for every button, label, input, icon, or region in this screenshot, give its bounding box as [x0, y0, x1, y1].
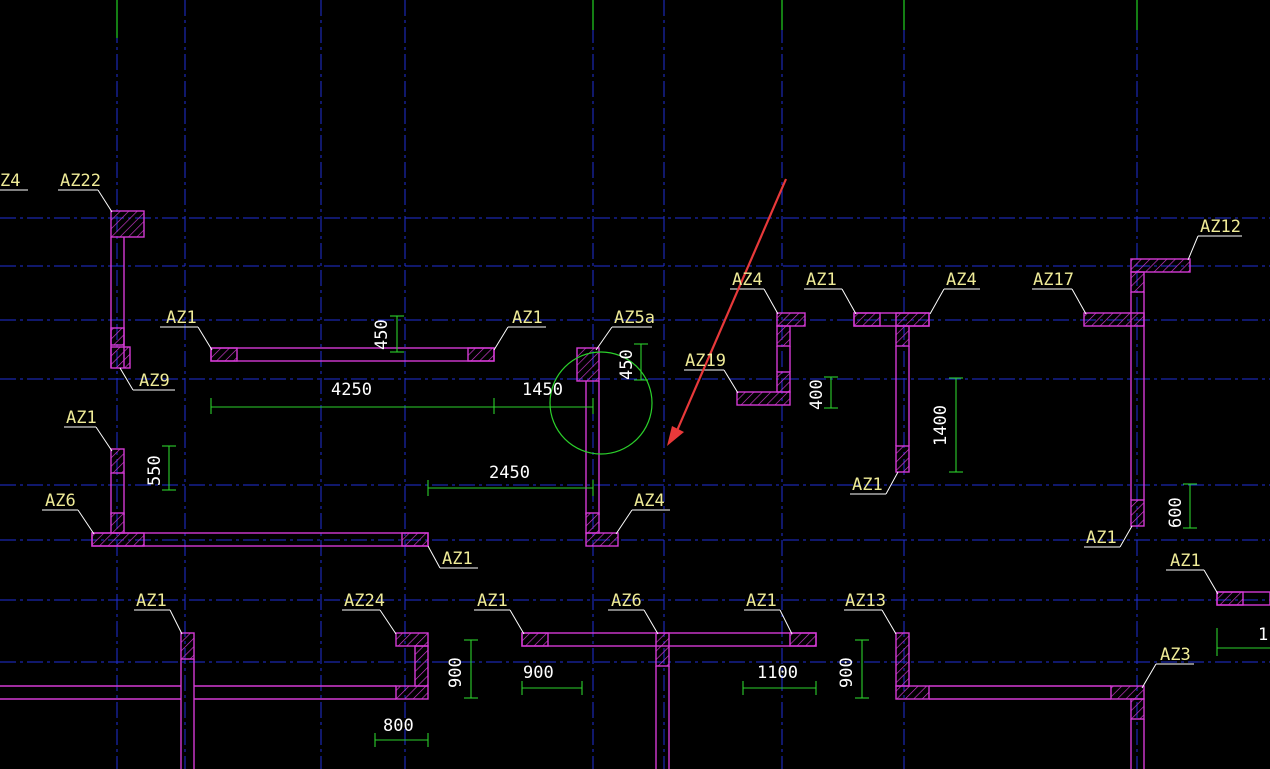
- label-az5a: AZ5a: [614, 308, 655, 328]
- dim-450-b: 450: [617, 349, 637, 380]
- label-az9: AZ9: [139, 371, 170, 391]
- label-az19: AZ19: [685, 351, 726, 371]
- dim-900-a: 900: [446, 657, 466, 688]
- label-az1-i: AZ1: [136, 591, 167, 611]
- dim-900-c: 900: [837, 657, 857, 688]
- dim-900-b: 900: [523, 663, 554, 683]
- dim-450-a: 450: [372, 319, 392, 350]
- label-az17: AZ17: [1033, 270, 1074, 290]
- label-az24: AZ24: [344, 591, 385, 611]
- label-az6-b: AZ6: [611, 591, 642, 611]
- leader-lines: [0, 189, 1242, 689]
- label-az3: AZ3: [1160, 645, 1191, 665]
- label-az1-b: AZ1: [512, 308, 543, 328]
- component-labels: Z4 AZ22 AZ9 AZ1 AZ1 AZ5a AZ1 AZ6 AZ1 AZ4…: [0, 171, 1241, 665]
- dim-550: 550: [145, 455, 165, 486]
- dim-400: 400: [807, 379, 827, 410]
- red-arrow: [667, 178, 788, 446]
- dim-4250: 4250: [331, 380, 372, 400]
- dim-1400: 1400: [931, 405, 951, 446]
- label-az6-a: AZ6: [45, 491, 76, 511]
- label-az1-f: AZ1: [852, 475, 883, 495]
- label-az1-g: AZ1: [1086, 528, 1117, 548]
- dim-1450: 1450: [522, 380, 563, 400]
- axis-grid-ticks: [116, 0, 1138, 38]
- label-az13: AZ13: [845, 591, 886, 611]
- label-az1-k: AZ1: [746, 591, 777, 611]
- highlight-circle: [549, 351, 653, 455]
- label-az1-h: AZ1: [1170, 551, 1201, 571]
- label-az22: AZ22: [60, 171, 101, 191]
- label-az4-c: AZ4: [946, 270, 977, 290]
- label-az4-edge: Z4: [0, 171, 20, 191]
- label-az1-c: AZ1: [66, 408, 97, 428]
- label-az1-a: AZ1: [166, 308, 197, 328]
- label-az1-j: AZ1: [477, 591, 508, 611]
- dim-600: 600: [1166, 497, 1186, 528]
- dim-1-edge: 1: [1258, 625, 1268, 645]
- dim-800: 800: [383, 716, 414, 736]
- dimension-lines: [162, 315, 1270, 747]
- dimension-values: 4250 1450 2450 900 1100 800 1 450 450 55…: [145, 319, 1268, 736]
- label-az4-b: AZ4: [732, 270, 763, 290]
- label-az4-a: AZ4: [634, 491, 665, 511]
- label-az12: AZ12: [1200, 217, 1241, 237]
- walls: [0, 210, 1270, 769]
- dim-1100: 1100: [757, 663, 798, 683]
- label-az1-e: AZ1: [806, 270, 837, 290]
- label-az1-d: AZ1: [442, 549, 473, 569]
- dim-2450: 2450: [489, 463, 530, 483]
